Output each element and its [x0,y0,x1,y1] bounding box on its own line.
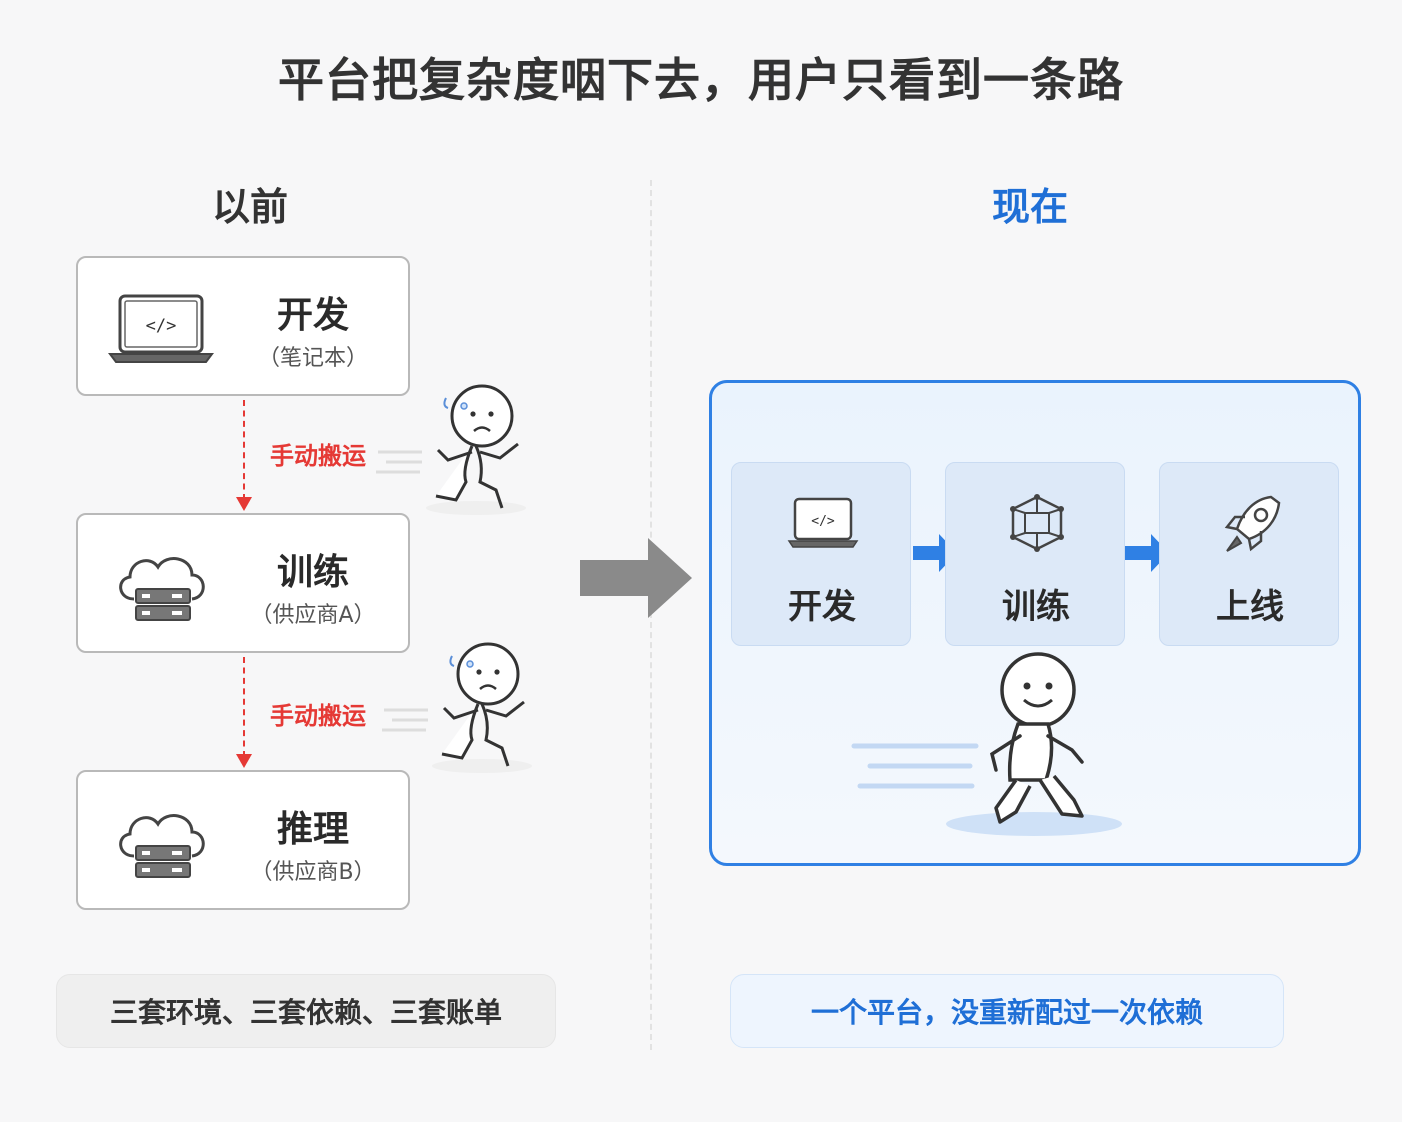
step-location: （供应商A） [250,603,376,628]
happy-walker-icon [851,652,1122,836]
manual-transfer-line [243,400,245,500]
big-right-arrow-icon [580,538,692,618]
stage-label: 训练 [1002,587,1070,627]
cloud-server-icon [119,814,205,878]
svg-text:</>: </> [811,514,835,529]
flow-arrow-icon [1125,534,1169,572]
stage-dev: </> 开发 [731,462,911,646]
stage-label: 上线 [1216,587,1284,627]
manual-transfer-label: 手动搬运 [270,702,366,730]
svg-text:</>: </> [146,316,177,336]
before-summary: 三套环境、三套依赖、三套账单 [56,974,556,1048]
step-name: 训练 [276,552,349,593]
manual-transfer-line [243,657,245,757]
stage-deploy: 上线 [1159,462,1339,646]
arrow-down-icon [236,497,252,511]
step-name: 开发 [276,295,349,336]
stage-label: 开发 [788,587,856,627]
before-step-dev: </> 开发 （笔记本） [76,256,410,396]
arrow-down-icon [236,754,252,768]
worried-runner-icon [382,642,532,773]
cube-network-icon [1010,494,1064,552]
before-step-inference: 推理 （供应商B） [76,770,410,910]
after-summary: 一个平台，没重新配过一次依赖 [730,974,1284,1048]
rocket-icon [1224,495,1281,552]
cloud-server-icon [119,557,205,621]
before-heading: 以前 [211,185,288,229]
manual-transfer-label: 手动搬运 [270,442,366,470]
worried-runner-icon [376,384,526,515]
laptop-code-icon: </> [108,294,214,363]
after-heading: 现在 [991,185,1068,229]
stage-train: 训练 [945,462,1125,646]
before-step-train: 训练 （供应商A） [76,513,410,653]
step-location: （笔记本） [257,346,368,371]
step-location: （供应商B） [250,860,376,885]
page-title: 平台把复杂度咽下去，用户只看到一条路 [278,53,1124,107]
step-name: 推理 [276,809,349,850]
laptop-code-icon: </> [787,497,859,548]
